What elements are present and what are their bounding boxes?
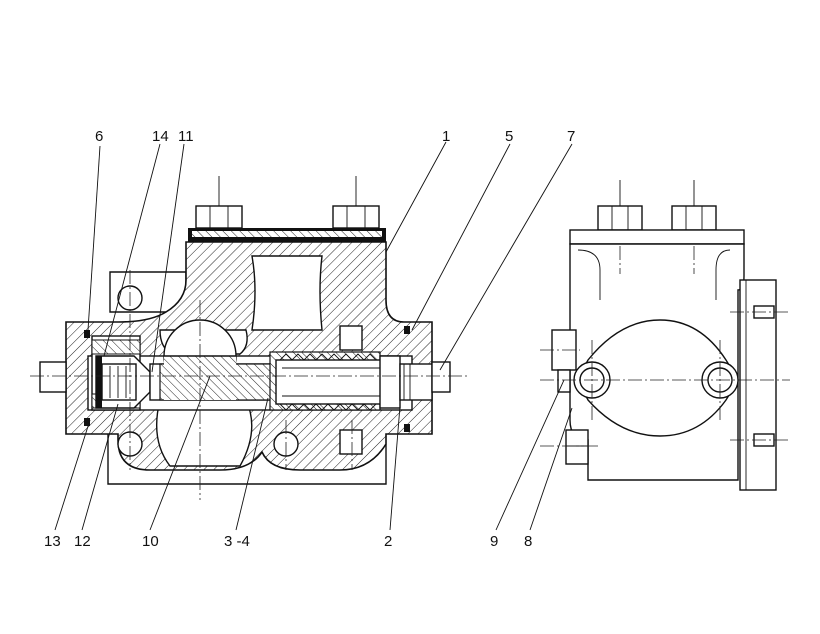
callout-1: 1 — [442, 128, 450, 145]
leader-lines-right — [495, 379, 573, 531]
callout-6: 6 — [95, 128, 103, 145]
callout-8: 8 — [524, 533, 532, 550]
callout-7: 7 — [567, 128, 575, 145]
callout-14: 14 — [152, 128, 169, 145]
callout-13: 13 — [44, 533, 61, 550]
callout-10: 10 — [142, 533, 159, 550]
callout-2: 2 — [384, 533, 392, 550]
callout-3-4: 3 -4 — [224, 533, 250, 550]
callout-9: 9 — [490, 533, 498, 550]
callout-5: 5 — [505, 128, 513, 145]
oval-cover — [581, 319, 734, 437]
top-bolt-left — [195, 176, 243, 229]
side-bolt-left — [597, 180, 643, 231]
callout-11: 11 — [178, 128, 194, 145]
side-view — [540, 180, 790, 491]
spring-assembly — [269, 325, 433, 455]
top-bolt-right — [332, 176, 380, 229]
section-view — [30, 176, 470, 500]
side-bolt-right — [671, 180, 717, 231]
callout-12: 12 — [74, 533, 91, 550]
leader-lines-left — [54, 141, 573, 531]
